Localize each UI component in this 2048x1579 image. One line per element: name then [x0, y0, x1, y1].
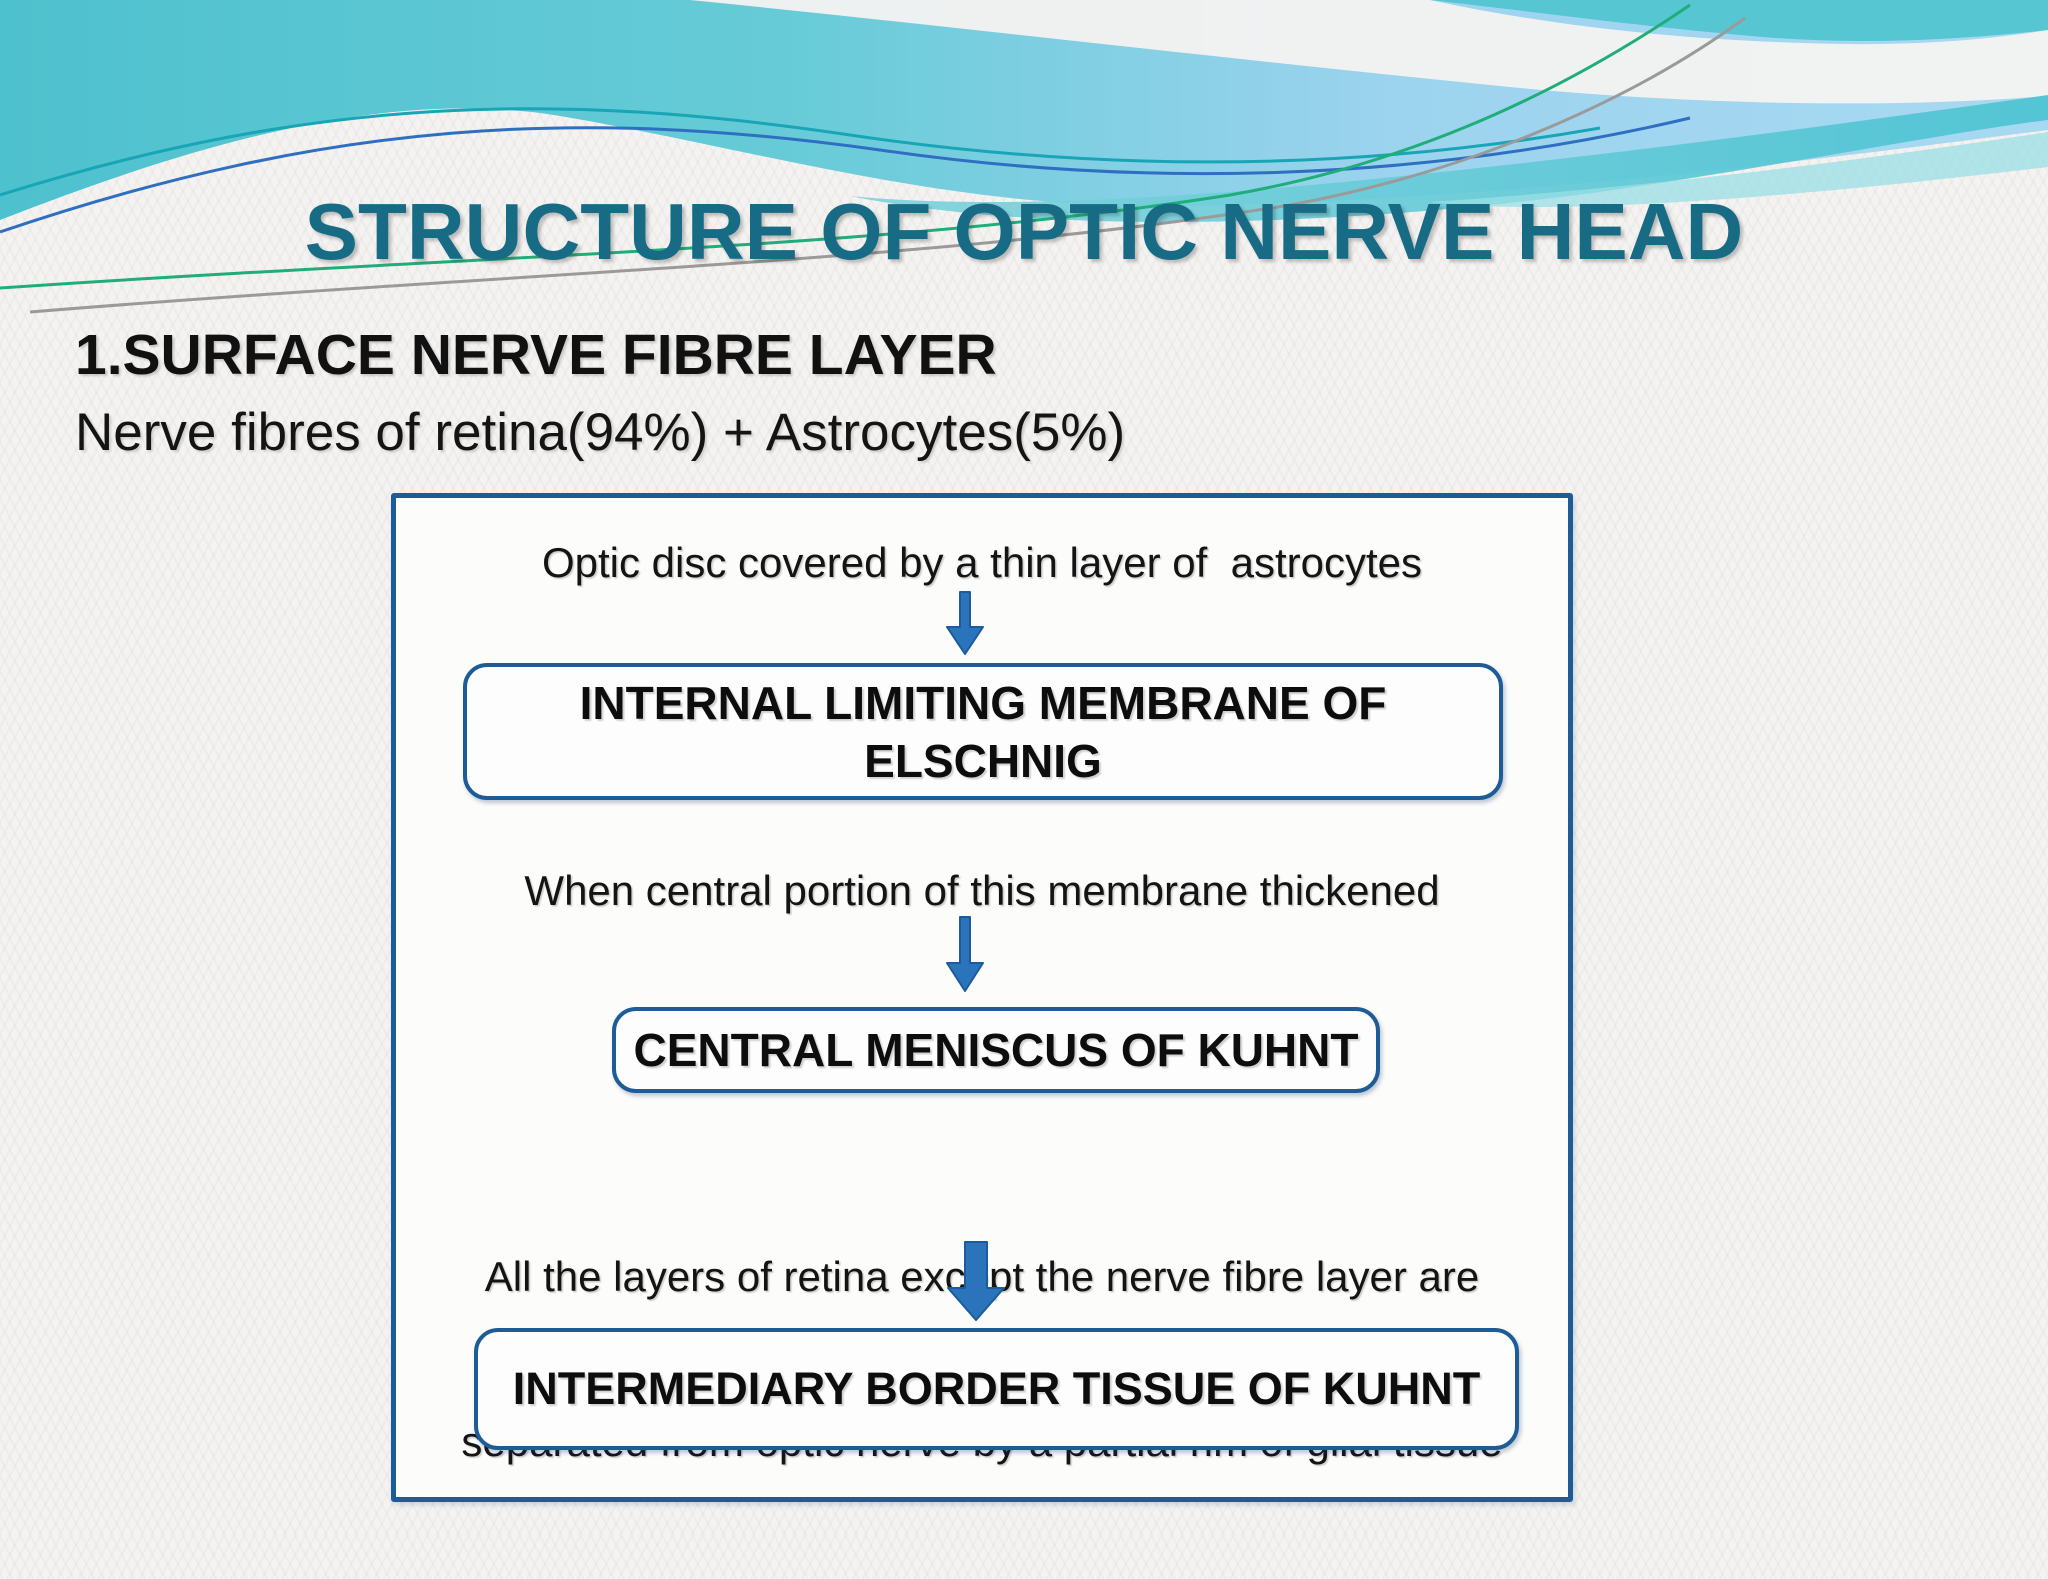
flow-box-label: CENTRAL MENISCUS OF KUHNT — [633, 1024, 1359, 1076]
banner-white-ribbon — [690, 0, 2048, 104]
flow-step3-line1: All the layers of retina except the nerv… — [484, 1253, 1480, 1300]
flow-step2-text: When central portion of this membrane th… — [524, 867, 1440, 914]
banner-teal-line — [0, 107, 1601, 197]
flow-box-intermediary-border-tissue: INTERMEDIARY BORDER TISSUE OF KUHNT — [474, 1328, 1519, 1450]
flow-box-internal-limiting-membrane: INTERNAL LIMITING MEMBRANE OF ELSCHNIG — [463, 663, 1503, 800]
flow-box-label: INTERMEDIARY BORDER TISSUE OF KUHNT — [512, 1363, 1481, 1414]
section-heading: 1.SURFACE NERVE FIBRE LAYER — [75, 323, 997, 387]
slide-title: STRUCTURE OF OPTIC NERVE HEAD — [304, 187, 1744, 276]
flow-step1-text: Optic disc covered by a thin layer of as… — [541, 539, 1423, 586]
flow-box-central-meniscus: CENTRAL MENISCUS OF KUHNT — [612, 1007, 1380, 1093]
down-arrow-icon — [946, 591, 984, 655]
presentation-slide: STRUCTURE OF OPTIC NERVE HEAD 1.SURFACE … — [0, 0, 2048, 1502]
banner-blue-line — [0, 116, 1691, 234]
banner-light-teal-band — [1430, 132, 2048, 208]
flow-box-label: INTERNAL LIMITING MEMBRANE OF ELSCHNIG — [579, 676, 1387, 787]
down-arrow-icon — [947, 1241, 1005, 1321]
section-subheading: Nerve fibres of retina(94%) + Astrocytes… — [75, 403, 1126, 462]
wave-banner-decoration — [0, 0, 2048, 314]
banner-cyan-band — [850, 95, 2048, 222]
banner-green-line — [0, 3, 1691, 290]
banner-gray-line — [29, 16, 1746, 314]
down-arrow-icon — [946, 916, 984, 992]
